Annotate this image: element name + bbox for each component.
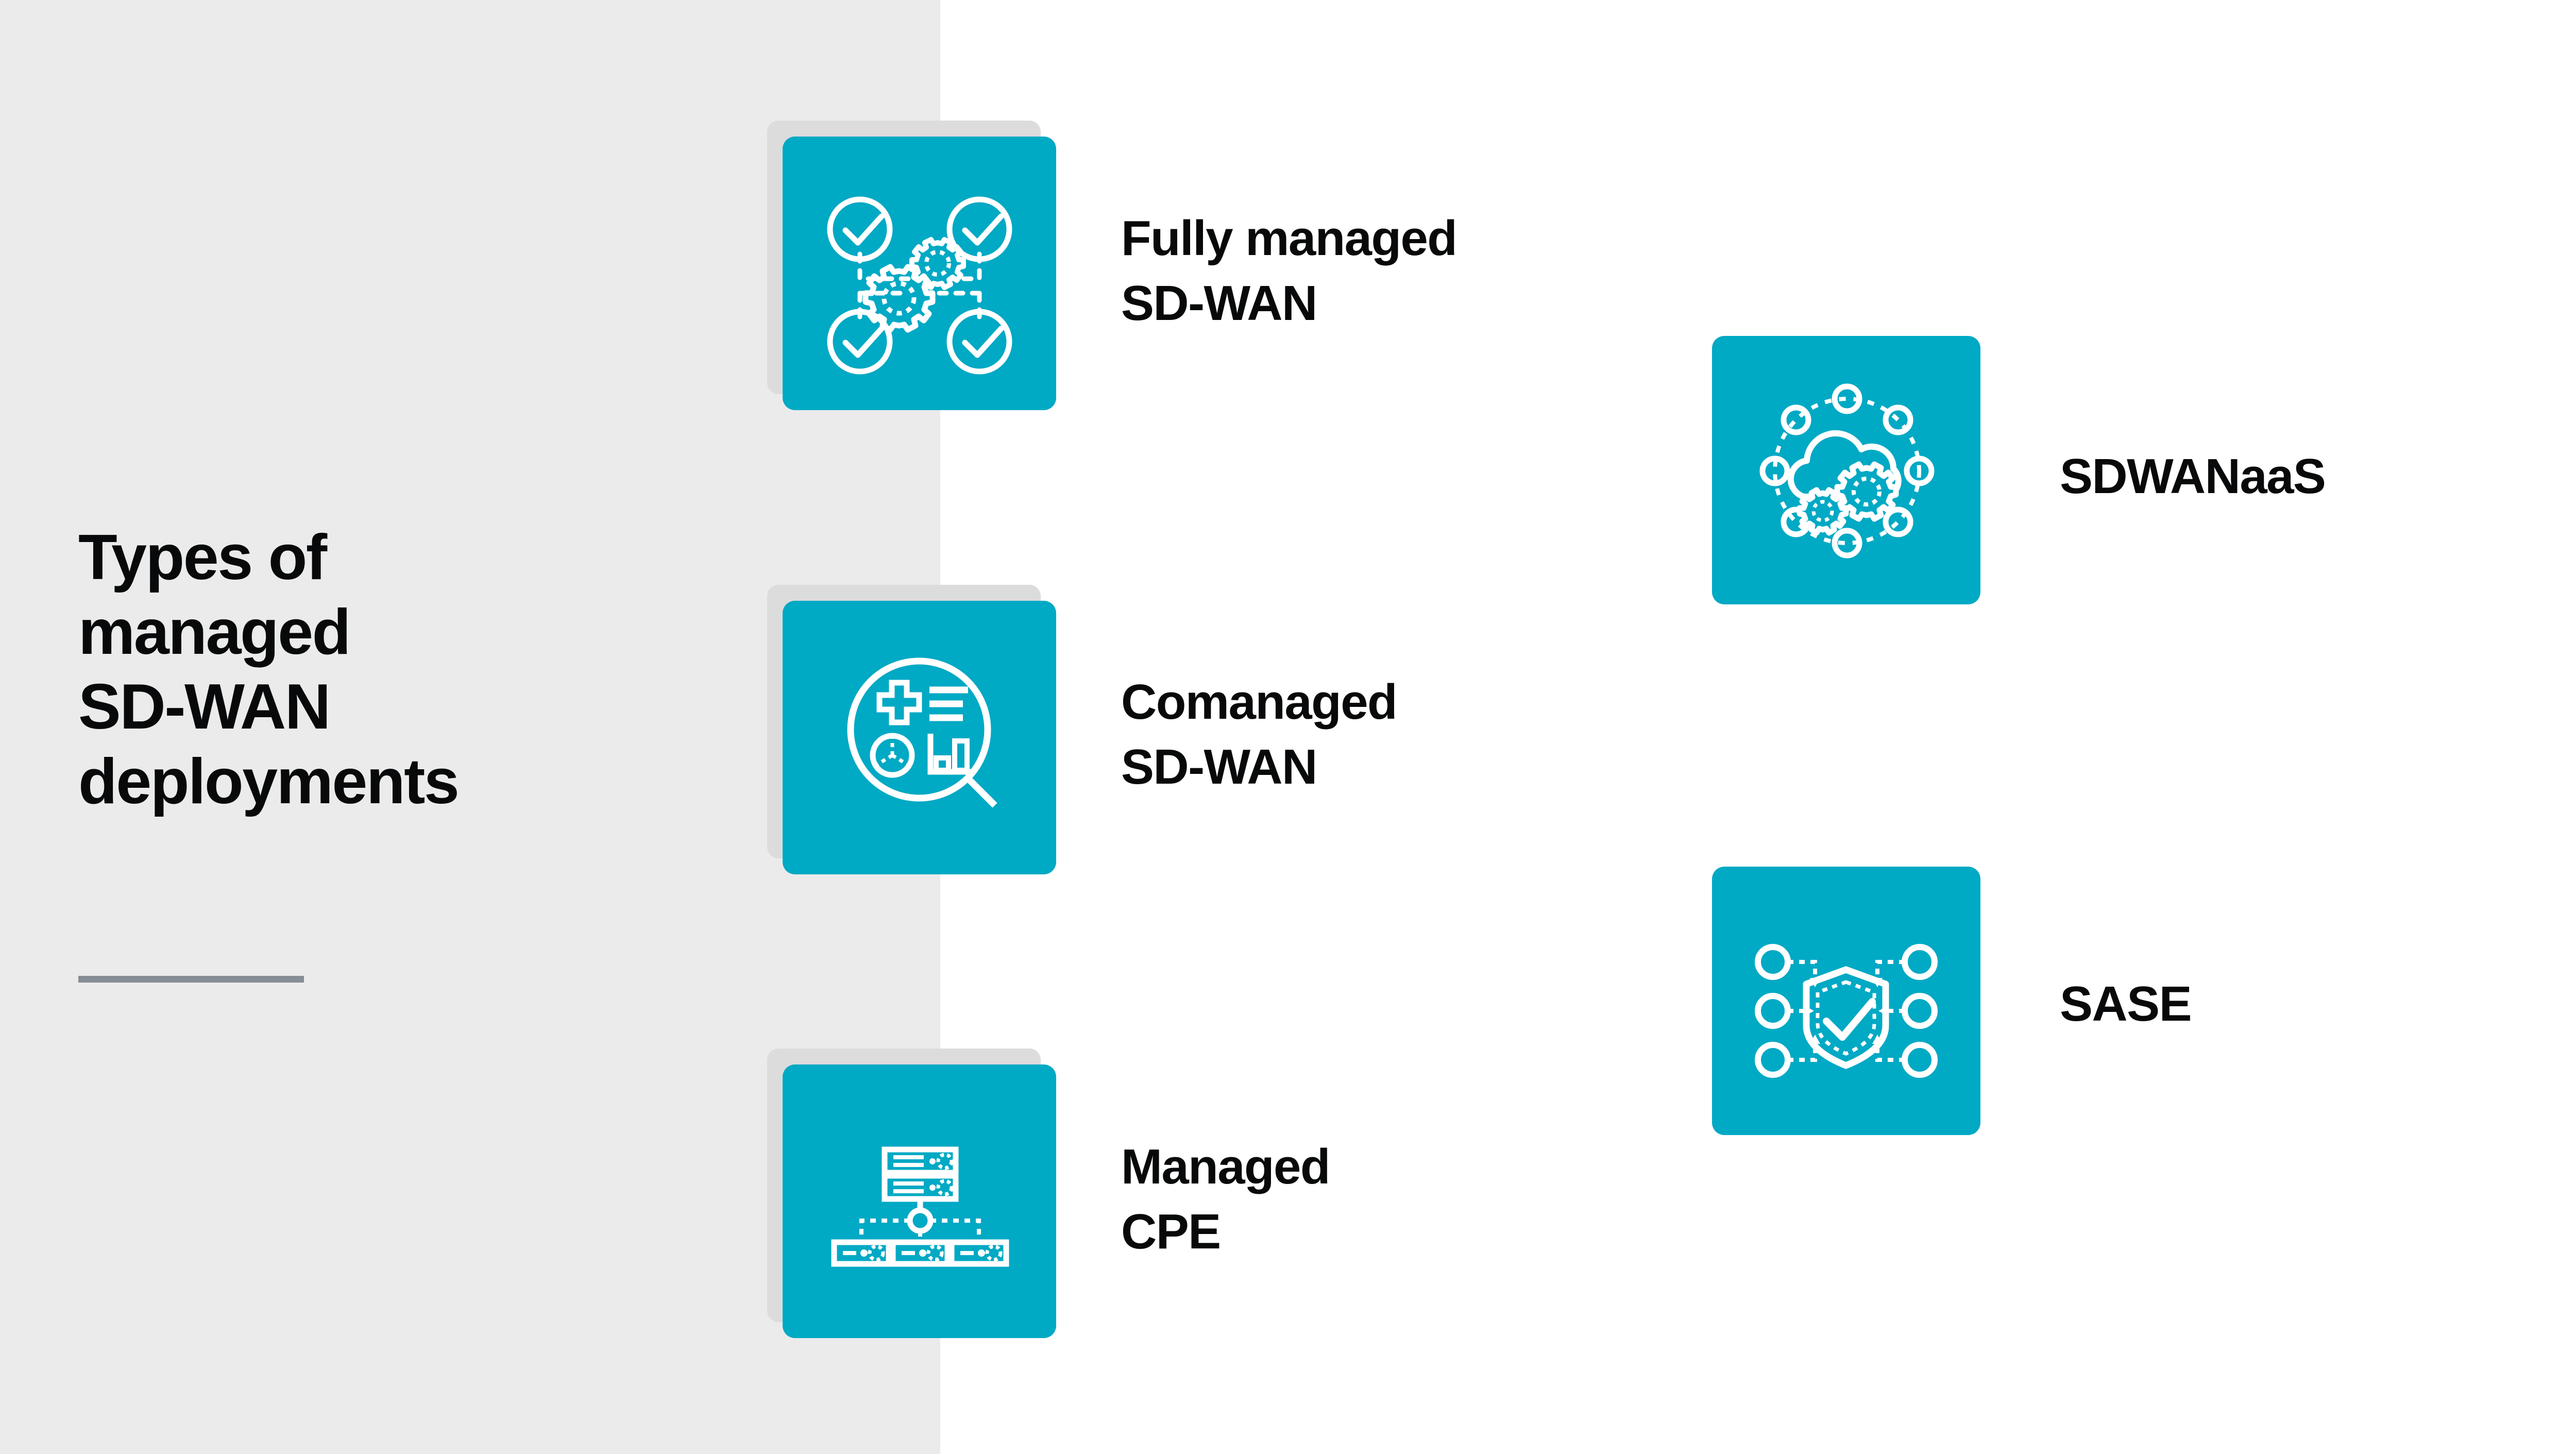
page-title-line-1: Types of (78, 522, 327, 593)
item-tile-comanaged-sdwan[interactable] (767, 585, 1056, 874)
item-tile-sdwanaas[interactable] (1712, 336, 1980, 604)
page-title-line-3: SD-WAN (78, 671, 331, 743)
item-label-fully-managed-sdwan: Fully managed SD-WAN (1121, 211, 1458, 331)
item-tile-fully-managed-sdwan[interactable] (767, 121, 1056, 410)
tile-face (1712, 336, 1980, 604)
tile-face (783, 1064, 1056, 1338)
tile-face (1712, 867, 1980, 1135)
item-label-managed-cpe: Managed CPE (1121, 1139, 1330, 1259)
shield-check-network-icon (1755, 944, 1938, 1078)
page-title-line-4: deployments (78, 746, 460, 818)
title-divider-rule (78, 976, 304, 983)
item-label-sase: SASE (2060, 976, 2192, 1032)
page-title: Types of managed SD-WAN deployments (78, 520, 671, 819)
servers-cpe-topology-icon (831, 1146, 1009, 1267)
tile-face (783, 601, 1056, 874)
cloud-gears-orbit-icon (1759, 383, 1935, 559)
page-title-line-2: managed (78, 597, 351, 668)
item-tile-managed-cpe[interactable] (767, 1049, 1056, 1338)
item-label-comanaged-sdwan: Comanaged SD-WAN (1121, 674, 1398, 794)
item-label-sdwanaas: SDWANaaS (2060, 449, 2326, 504)
checkmarks-gears-network-icon (827, 196, 1012, 375)
tile-face (783, 137, 1056, 410)
item-tile-sase[interactable] (1712, 867, 1980, 1135)
magnifier-analytics-icon (847, 657, 997, 808)
